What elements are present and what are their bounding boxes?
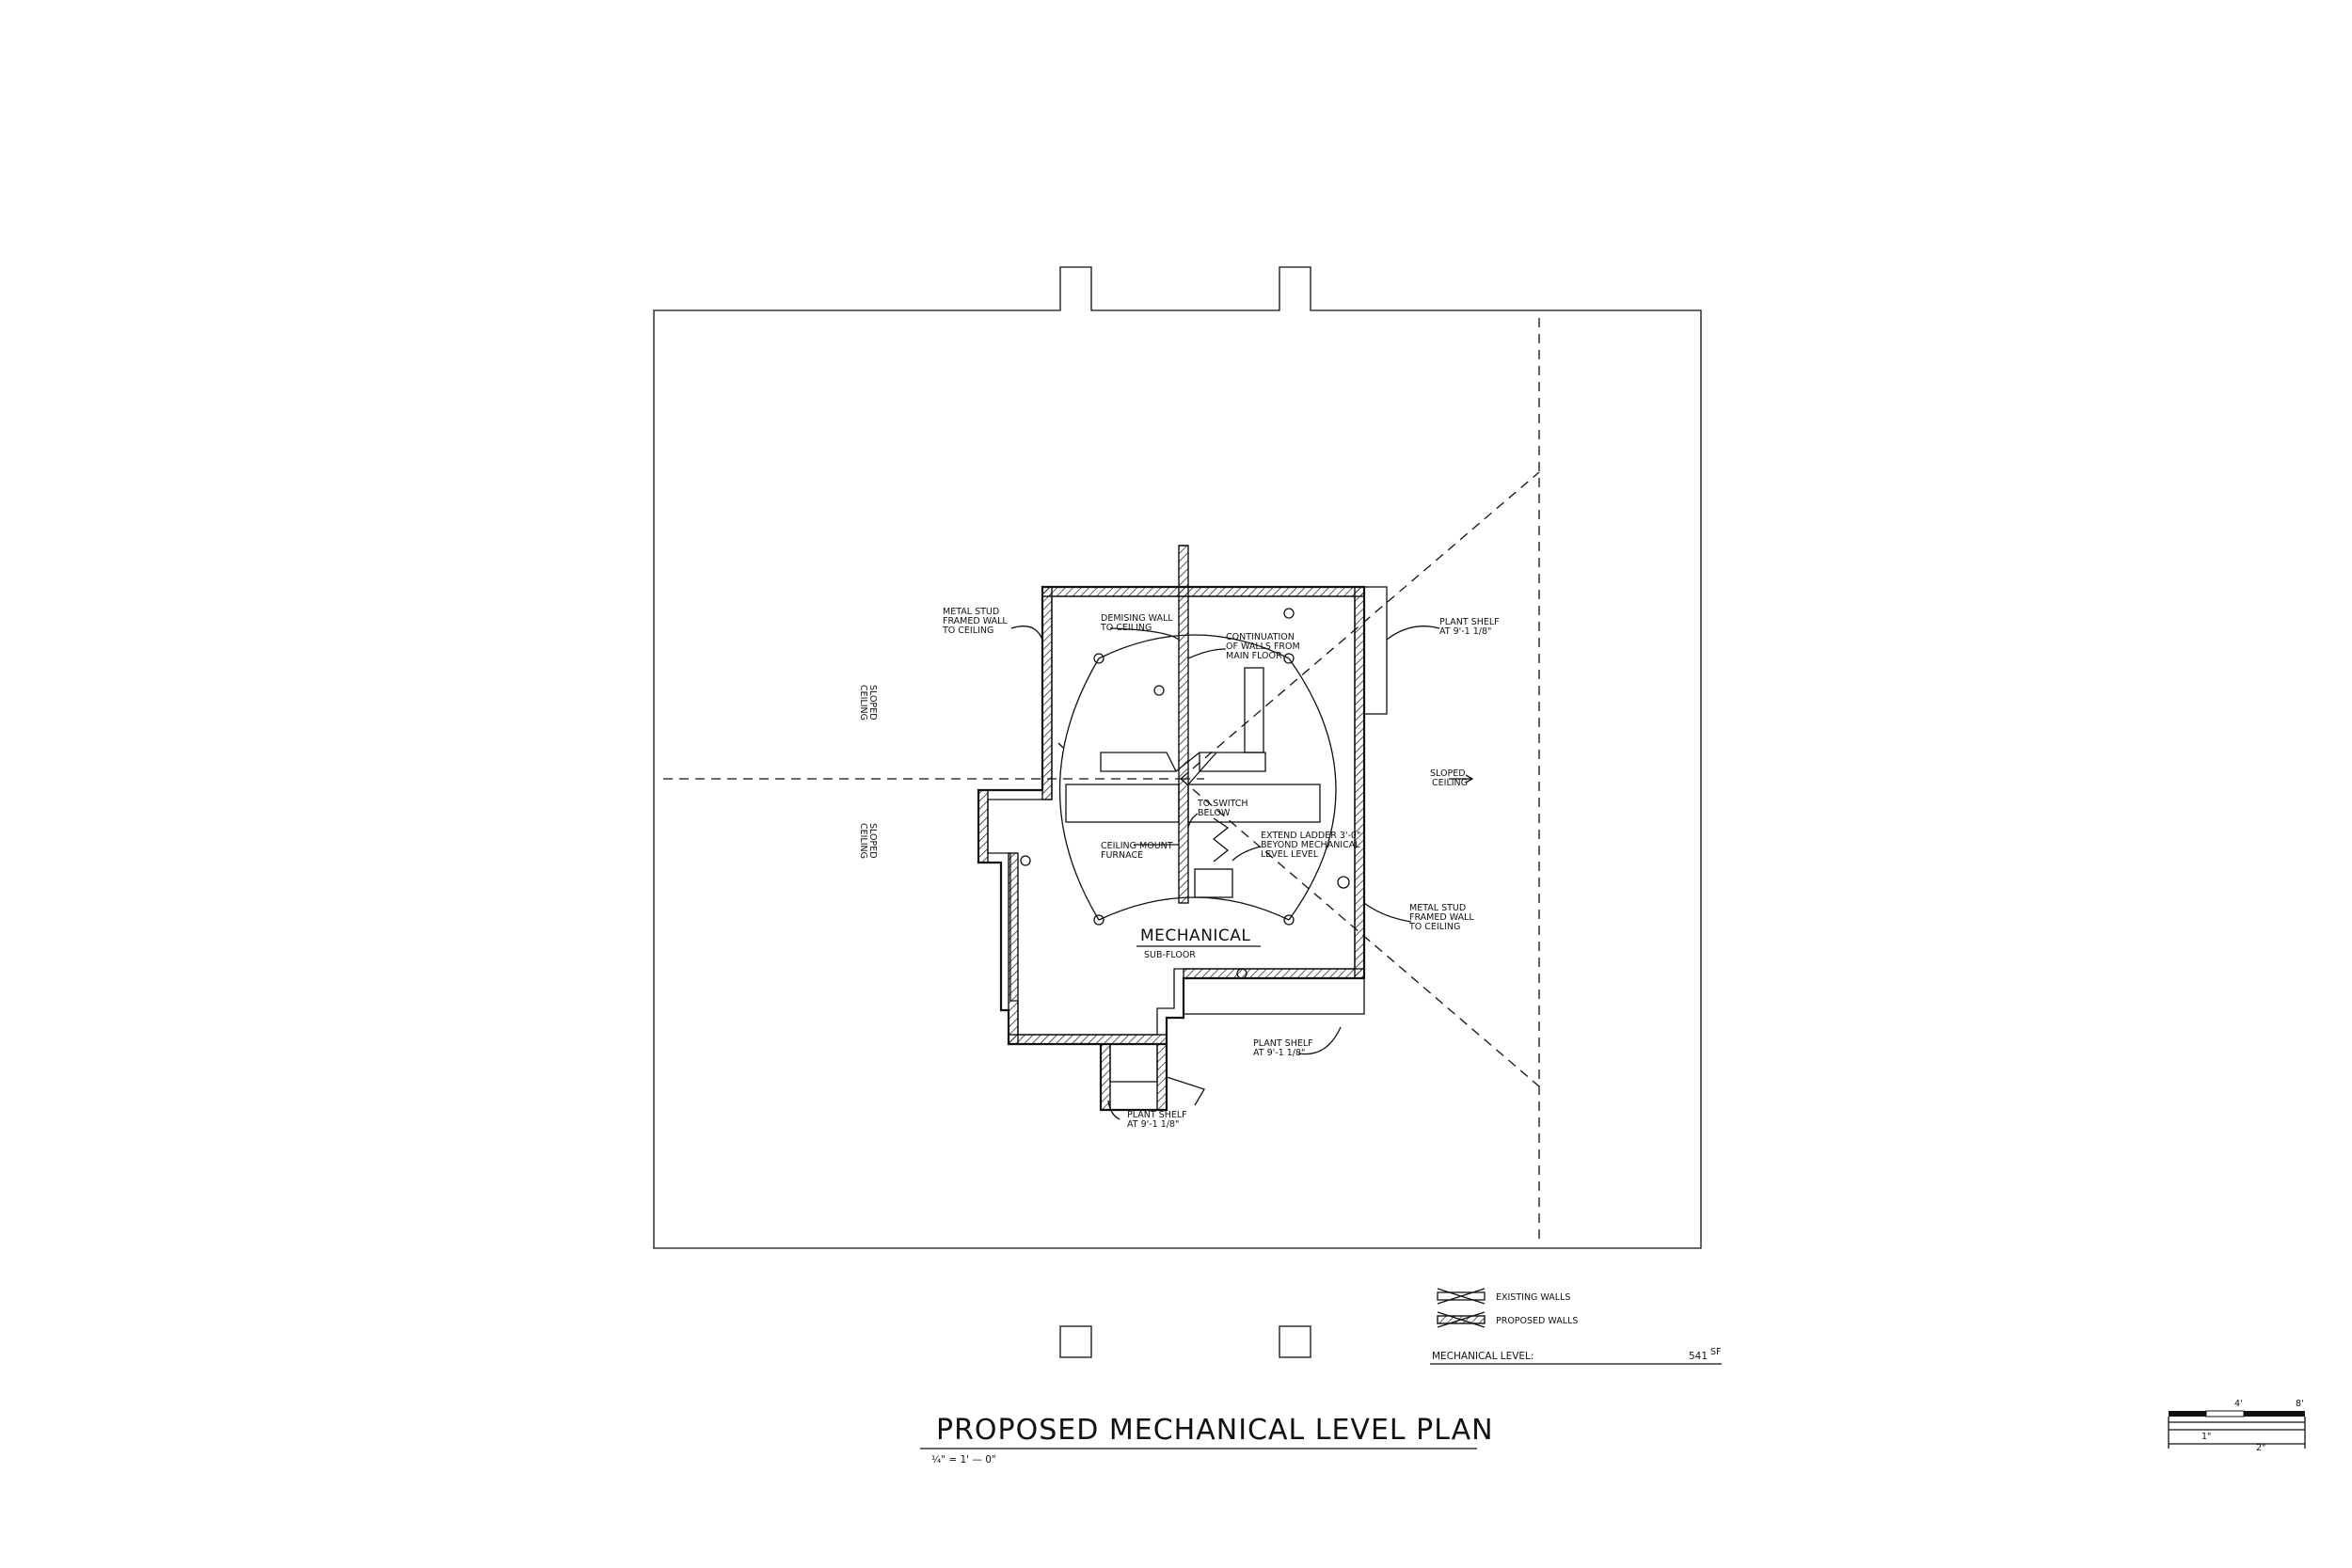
note-sloped-ceiling-left-top: SLOPED CEILING [858, 685, 878, 721]
svg-text:FRAMED WALL: FRAMED WALL [943, 616, 1008, 626]
note-continuation: CONTINUATION OF WALLS FROM MAIN FLOOR [1226, 632, 1300, 661]
drawing-title: PROPOSED MECHANICAL LEVEL PLAN [936, 1414, 1494, 1447]
svg-text:TO CEILING: TO CEILING [1100, 623, 1152, 633]
note-demising-wall: DEMISING WALL TO CEILING [1100, 613, 1173, 633]
wiring [1058, 634, 1337, 921]
note-sloped-ceiling-left-bottom: SLOPED CEILING [858, 823, 878, 859]
area-value: 541 [1689, 1351, 1708, 1362]
area-label: MECHANICAL LEVEL: [1432, 1351, 1534, 1362]
svg-text:CEILING: CEILING [858, 823, 868, 859]
scale-label-4: 4' [2234, 1399, 2243, 1409]
note-plant-shelf-bottom-right: PLANT SHELF AT 9'-1 1/8" [1253, 1038, 1313, 1058]
legend-proposed: PROPOSED WALLS [1496, 1316, 1578, 1326]
wall-legend: EXISTING WALLS PROPOSED WALLS MECHANICAL… [1430, 1288, 1722, 1365]
room-label: MECHANICAL SUB-FLOOR [1136, 927, 1261, 960]
svg-text:DEMISING WALL: DEMISING WALL [1101, 613, 1173, 624]
svg-text:AT 9'-1 1/8": AT 9'-1 1/8" [1439, 626, 1491, 637]
note-extend-ladder: EXTEND LADDER 3'-0" BEYOND MECHANICAL LE… [1261, 831, 1360, 860]
svg-text:OF WALLS FROM: OF WALLS FROM [1226, 641, 1300, 652]
svg-text:SLOPED: SLOPED [1430, 768, 1466, 779]
svg-text:TO SWITCH: TO SWITCH [1197, 799, 1248, 809]
svg-text:METAL STUD: METAL STUD [943, 607, 999, 617]
svg-text:PLANT SHELF: PLANT SHELF [1253, 1038, 1313, 1049]
scale-label-1: 1" [2201, 1432, 2211, 1442]
fixture-symbols [1020, 608, 1350, 979]
building-outline [653, 266, 1702, 1249]
svg-text:CEILING: CEILING [858, 685, 868, 721]
title-block: PROPOSED MECHANICAL LEVEL PLAN ¼" = 1' —… [920, 1414, 1494, 1465]
note-to-switch: TO SWITCH BELOW [1197, 799, 1248, 818]
note-metal-stud-left: METAL STUD FRAMED WALL TO CEILING [942, 607, 1008, 636]
svg-text:TO CEILING: TO CEILING [1408, 922, 1460, 932]
svg-text:SLOPED: SLOPED [867, 685, 878, 721]
note-plant-shelf-right: PLANT SHELF AT 9'-1 1/8" [1439, 617, 1500, 637]
svg-text:MAIN FLOOR: MAIN FLOOR [1226, 651, 1282, 661]
room-subtitle: SUB-FLOOR [1144, 950, 1196, 960]
svg-text:METAL STUD: METAL STUD [1409, 903, 1466, 913]
svg-text:BEYOND MECHANICAL: BEYOND MECHANICAL [1261, 840, 1360, 850]
svg-text:BELOW: BELOW [1198, 808, 1231, 818]
room-name: MECHANICAL [1140, 927, 1250, 945]
leaders [1010, 626, 1440, 1120]
area-unit: SF [1710, 1347, 1722, 1357]
svg-text:PLANT SHELF: PLANT SHELF [1127, 1110, 1187, 1120]
scale-label-8: 8' [2296, 1399, 2304, 1409]
note-metal-stud-right: METAL STUD FRAMED WALL TO CEILING [1408, 903, 1474, 932]
plant-shelves [1109, 586, 1388, 1083]
scale-bar: 4' 8' 1" 2" [2168, 1399, 2306, 1453]
svg-text:TO CEILING: TO CEILING [942, 626, 993, 636]
lower-alcove [1099, 1043, 1205, 1112]
svg-text:SLOPED: SLOPED [867, 823, 878, 859]
legend-existing: EXISTING WALLS [1496, 1292, 1570, 1303]
svg-text:PLANT SHELF: PLANT SHELF [1439, 617, 1500, 627]
svg-text:AT 9'-1 1/8": AT 9'-1 1/8" [1253, 1048, 1305, 1058]
drawing-scale: ¼" = 1' — 0" [931, 1454, 996, 1465]
svg-text:CEILING MOUNT: CEILING MOUNT [1101, 841, 1173, 851]
note-ceiling-mount: CEILING MOUNT FURNACE [1101, 841, 1173, 861]
chimney-base-left [1059, 1325, 1092, 1358]
chimney-base-right [1279, 1325, 1311, 1358]
svg-text:EXTEND LADDER 3'-0": EXTEND LADDER 3'-0" [1261, 831, 1360, 841]
svg-text:FURNACE: FURNACE [1101, 850, 1143, 861]
svg-text:AT 9'-1 1/8": AT 9'-1 1/8" [1127, 1119, 1179, 1130]
note-sloped-ceiling-right: SLOPED CEILING [1430, 768, 1474, 788]
svg-text:CONTINUATION: CONTINUATION [1226, 632, 1295, 642]
scale-label-2: 2" [2256, 1443, 2265, 1453]
svg-text:LEVEL LEVEL: LEVEL LEVEL [1261, 849, 1319, 860]
ductwork [1065, 667, 1321, 898]
svg-text:FRAMED WALL: FRAMED WALL [1409, 912, 1474, 923]
note-plant-shelf-bottom-left: PLANT SHELF AT 9'-1 1/8" [1127, 1110, 1187, 1130]
svg-text:CEILING: CEILING [1432, 778, 1468, 788]
